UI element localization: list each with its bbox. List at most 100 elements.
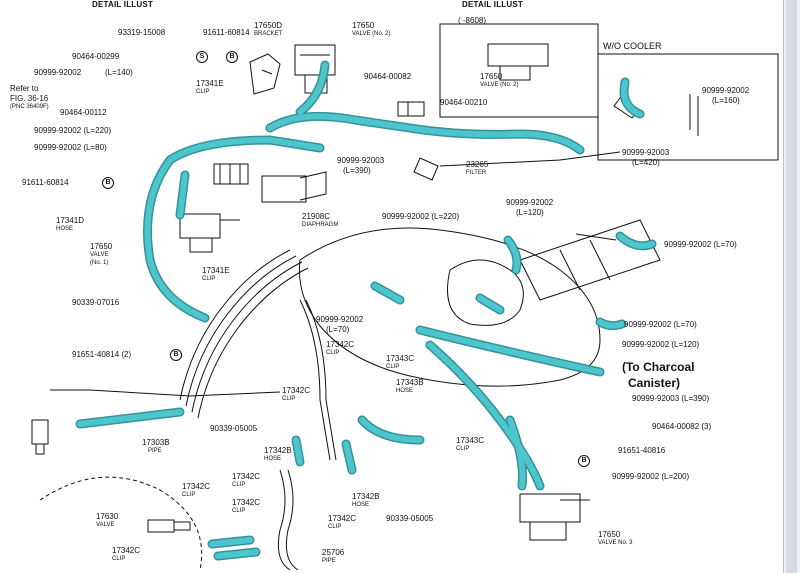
label-91611-60814-left: 91611-60814 — [22, 178, 69, 187]
marker-b-icon-right: B — [578, 455, 590, 467]
label-21908c: 21908C — [302, 212, 331, 221]
label-17341e-mid: 17341E — [202, 266, 230, 275]
label-l160: (L=160) — [712, 96, 740, 105]
label-90999-92002-70a: 90999-92002 (L=70) — [664, 240, 737, 249]
label-clip-17342c-f: CLIP — [112, 556, 126, 562]
label-refer-fig: FIG. 36-16 — [10, 94, 49, 103]
label-90999-92002-120b: 90999-92002 (L=120) — [622, 340, 700, 349]
header-detail-illust-left: DETAIL ILLUST — [92, 0, 153, 9]
label-17341e-top: 17341E — [196, 79, 224, 88]
label-pipe-17303b: PIPE — [148, 448, 162, 454]
label-pipe-25706: PIPE — [322, 558, 336, 564]
label-canister: Canister) — [628, 376, 681, 390]
label-25706: 25706 — [322, 548, 345, 557]
label-17630: 17630 — [96, 512, 119, 521]
label-90339-05005-b: 90339-05005 — [386, 514, 434, 523]
label-valve-no3: VALVE No. 3 — [598, 540, 633, 546]
label-diaphragm: DIAPHRAGM — [302, 222, 339, 228]
inset-cooler-title: W/O COOLER — [603, 41, 662, 51]
marker-b-icon-mid: B — [170, 349, 182, 361]
intake-manifold-outline — [298, 227, 601, 387]
label-90464-00082: 90464-00082 — [364, 72, 412, 81]
label-90999-92002-140: 90999-92002 — [34, 68, 82, 77]
label-valve-no2: VALVE (No. 2) — [352, 31, 391, 37]
label-valve-1: VALVE — [90, 252, 109, 258]
label-90999-92003-390b: 90999-92003 (L=390) — [632, 394, 710, 403]
clip-block-1 — [213, 163, 249, 185]
label-clip-17342c-b: CLIP — [282, 396, 296, 402]
label-hose-17341d: HOSE — [56, 226, 74, 232]
label-17342b-a: 17342B — [264, 446, 292, 455]
label-l70b: (L=70) — [326, 325, 350, 334]
label-clip-17342c-d: CLIP — [182, 492, 196, 498]
label-90999-92002-70c: 90999-92002 (L=70) — [624, 320, 697, 329]
label-clip-17342c-a: CLIP — [326, 350, 340, 356]
label-l120a: (L=120) — [516, 208, 544, 217]
label-91651-40816: 91651-40816 — [618, 446, 666, 455]
label-17342c-d: 17342C — [182, 482, 211, 491]
label-17342c-e: 17342C — [232, 498, 261, 507]
label-hose-17342b-a: HOSE — [264, 456, 282, 462]
label-17303b: 17303B — [142, 438, 170, 447]
label-refer-pnc: (PNC 36409F) — [10, 104, 49, 110]
label-17650-valve1: 17650 — [90, 242, 113, 251]
valve-no1-sketch — [179, 213, 240, 253]
label-17650-inset: 17650 — [480, 72, 503, 81]
label-90999-92002-120a: 90999-92002 — [506, 198, 554, 207]
marker-b-icon-top: B — [226, 51, 238, 63]
label-valve-no2-inset: VALVE (No. 2) — [480, 82, 519, 88]
label-90999-92003-420: 90999-92003 — [622, 148, 670, 157]
label-90339-07016: 90339-07016 — [72, 298, 120, 307]
leader-420 — [439, 151, 621, 167]
label-17343b: 17343B — [396, 378, 424, 387]
label-90999-92002-220a: 90999-92002 (L=220) — [34, 126, 112, 135]
hoses — [77, 62, 655, 559]
label-90999-92003-390a: 90999-92003 — [337, 156, 385, 165]
label-90464-00299: 90464-00299 — [72, 52, 120, 61]
label-90999-92002-220b: 90999-92002 (L=220) — [382, 212, 460, 221]
label-no1: (No. 1) — [90, 260, 109, 266]
label-17343c-b: 17343C — [456, 436, 485, 445]
label-91651-40814: 91651-40814 (2) — [72, 350, 132, 359]
scrollbar-thumb[interactable] — [786, 0, 797, 573]
label-17342c-f: 17342C — [112, 546, 141, 555]
marker-b-icon-left: B — [102, 177, 114, 189]
label-90999-92002-80: 90999-92002 (L=80) — [34, 143, 107, 152]
pipe-line-4 — [197, 267, 309, 419]
label-clip-17342c-g: CLIP — [328, 524, 342, 530]
fuel-rail-outline — [519, 219, 661, 301]
bracket-sketch — [249, 53, 281, 95]
label-90999-92002-200: 90999-92002 (L=200) — [612, 472, 690, 481]
pipe-line-2 — [185, 255, 297, 407]
label-90464-00082-3: 90464-00082 (3) — [652, 422, 712, 431]
clip-block-2 — [397, 101, 425, 117]
filter-sketch — [413, 157, 439, 181]
label-17342c-c: 17342C — [232, 472, 261, 481]
sensor-sketch — [31, 419, 49, 455]
label-17650-valve3: 17650 — [598, 530, 621, 539]
label-filter: FILTER — [466, 170, 487, 176]
label-refer-to: Refer to — [10, 84, 39, 93]
label-17650d: 17650D — [254, 21, 283, 30]
hose-left-bottom — [145, 255, 210, 323]
label-hose-17342b-b: HOSE — [352, 502, 370, 508]
label-23265: 23265 — [466, 160, 489, 169]
vertical-scrollbar[interactable] — [783, 0, 800, 573]
label-l420: (L=420) — [632, 158, 660, 167]
label-17342c-b: 17342C — [282, 386, 311, 395]
label-17650-valve2: 17650 — [352, 21, 375, 30]
label-90464-00210: 90464-00210 — [440, 98, 488, 107]
inset-box-wo-cooler — [597, 53, 779, 161]
header-detail-illust-right: DETAIL ILLUST — [462, 0, 523, 9]
label-91611-60814-top: 91611-60814 — [203, 28, 250, 37]
label-l390a: (L=390) — [343, 166, 371, 175]
label-90464-00112: 90464-00112 — [60, 108, 107, 117]
label-to-charcoal: (To Charcoal — [622, 360, 695, 374]
inset-serial-label: ( -8608) — [458, 16, 487, 25]
pipe-line-1 — [179, 249, 291, 401]
pipe-line-5 — [50, 389, 281, 397]
label-clip-mid: CLIP — [202, 276, 216, 282]
label-valve-17630: VALVE — [96, 522, 115, 528]
